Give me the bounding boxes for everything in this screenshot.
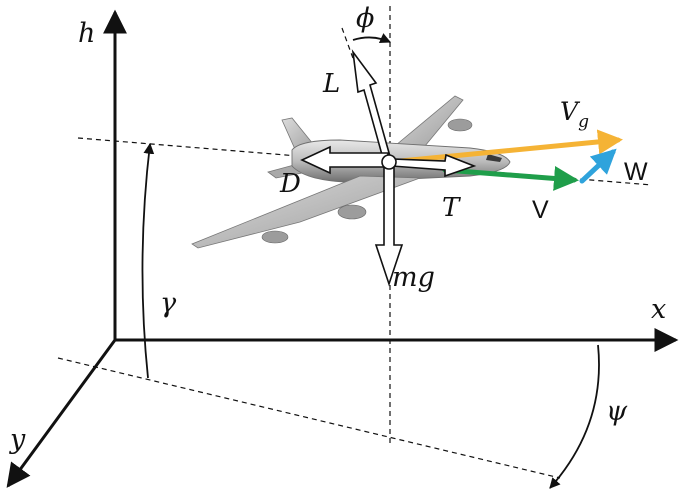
heading-angle-label: ψ: [606, 396, 628, 427]
airplane-cockpit: [486, 154, 502, 162]
drag-label: D: [279, 169, 301, 199]
wind-label: W: [624, 158, 648, 186]
airplane-near-engine-outer: [261, 230, 289, 244]
ground-track-line: [57, 357, 561, 479]
bank-angle-arc: [352, 33, 391, 43]
air-velocity-vector: [442, 165, 579, 191]
center-of-gravity: [381, 154, 397, 170]
airplane-near-wing: [191, 175, 421, 249]
flight-path-angle-arc: [141, 142, 155, 379]
bank-angle-label: ϕ: [356, 3, 374, 34]
air-velocity-label: V: [532, 196, 549, 224]
ground-velocity-vector: [387, 129, 623, 165]
airplane-near-engine-inner: [337, 204, 367, 220]
labels: h x y L D T mg Vg V W ϕ γ ψ: [9, 3, 666, 455]
y-axis-label: y: [9, 424, 26, 455]
heading-angle-arc: [549, 344, 600, 489]
h-axis-label: h: [78, 18, 95, 49]
ground-velocity-label: Vg: [560, 97, 589, 132]
thrust-arrow: [391, 153, 477, 178]
weight-label: mg: [392, 262, 435, 293]
reference-lines: [57, 6, 653, 479]
drag-arrow: [300, 145, 389, 175]
coordinate-axes: [6, 9, 679, 488]
velocity-vectors: [387, 129, 623, 191]
lift-arrow: [351, 49, 392, 163]
ground-velocity-subscript: g: [578, 112, 589, 132]
ground-velocity-symbol: V: [560, 97, 581, 126]
lift-label: L: [322, 69, 340, 99]
wind-vector: [579, 148, 617, 184]
x-axis-label: x: [651, 294, 666, 325]
y-axis: [6, 339, 117, 488]
airplane-far-engine: [447, 118, 473, 132]
weight-arrow: [374, 165, 404, 287]
flight-path-angle-label: γ: [160, 288, 177, 319]
force-arrows: [300, 49, 477, 287]
angle-arcs: [141, 33, 600, 489]
thrust-label: T: [442, 193, 461, 223]
